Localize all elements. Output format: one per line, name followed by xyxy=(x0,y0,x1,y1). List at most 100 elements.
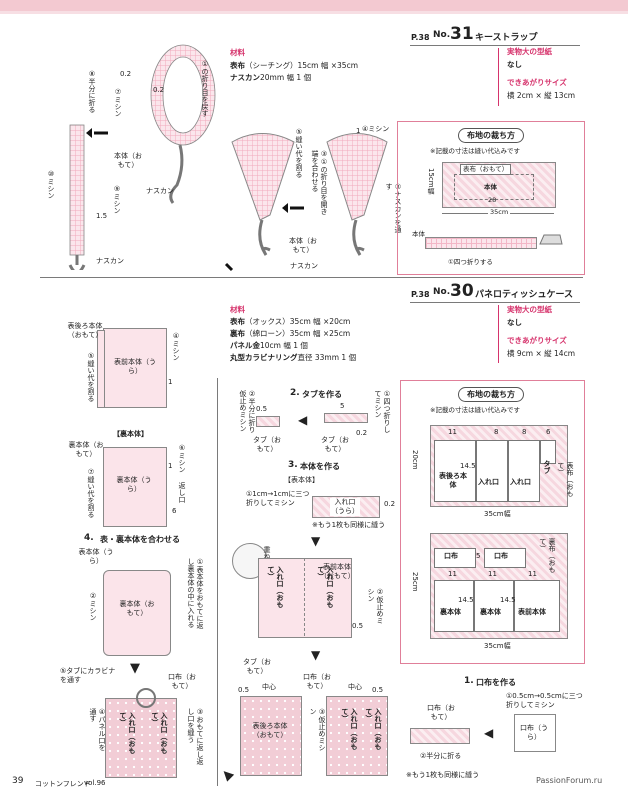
also-label: ※もう1枚も同様に縫う xyxy=(406,771,480,779)
insert-label: ①表本体をおもてに返し裏本体の中に入れる xyxy=(187,558,204,629)
height-label: 15cm幅 xyxy=(427,168,435,195)
materials-label: 材料 xyxy=(230,305,245,314)
page-ref: P.38 xyxy=(411,33,430,42)
iri-ura-label: 入れ口（うら） xyxy=(330,498,360,516)
back-body-edge xyxy=(97,330,105,408)
strip-body-label: 本体 xyxy=(412,230,425,238)
step2-num: 2. xyxy=(290,388,300,398)
column-divider xyxy=(217,378,218,786)
front-body-piece xyxy=(103,328,167,408)
fold3-label: ①0.5cm→0.5cmに三つ折りしてミシン xyxy=(506,692,583,709)
mouth-label: 口布（おもて） xyxy=(168,673,196,690)
nasukan-hook xyxy=(169,144,184,204)
funnel-diagram xyxy=(224,133,388,272)
cutting-box xyxy=(397,121,585,275)
fold-back-label: ①の折り目を戻す xyxy=(201,60,209,117)
project-number: 31 xyxy=(450,24,474,44)
page-number: 39 xyxy=(12,776,24,786)
v02a: 0.2 xyxy=(120,70,132,78)
lining-body-label-2: 裏本体 xyxy=(480,608,501,616)
no-label: No. xyxy=(433,30,451,40)
step4-num: 4. xyxy=(84,533,94,543)
also-label: ※もう1枚も同様に縫う xyxy=(312,521,386,529)
lining-front-label: 裏本体（おもて） xyxy=(68,441,104,458)
v05c: 0.5 xyxy=(238,686,250,694)
section-divider xyxy=(40,277,583,278)
v1-label: 1 xyxy=(356,127,361,135)
iri-3: 入れ口（おもて） xyxy=(341,708,358,750)
no-label: No. xyxy=(433,287,451,297)
body-front-label: 本体（おもて） xyxy=(114,152,142,169)
w35a-label: 35cm幅 xyxy=(484,510,511,518)
h20-label: 20cm xyxy=(411,450,419,470)
mouth-front-label: 口布（おもて） xyxy=(427,704,455,721)
v05b: 0.5 xyxy=(352,622,364,630)
pattern-label: 実物大の型紙 xyxy=(507,305,552,314)
arrow-down-icon: ▼ xyxy=(311,534,321,548)
back-front-label: 表後ろ本体 xyxy=(439,472,467,489)
materials-label: 材料 xyxy=(230,48,245,57)
s8b: 8 xyxy=(522,428,527,436)
arrow-down-icon: ▼ xyxy=(130,661,140,676)
v145c: 14.5 xyxy=(500,596,516,604)
pattern-label: 実物大の型紙 xyxy=(507,47,552,56)
step1-num: 1. xyxy=(464,676,474,686)
front-body-final xyxy=(326,696,388,776)
pattern-value: なし xyxy=(507,60,522,69)
lining-body-label: 裏本体 xyxy=(440,608,461,616)
iri-4: 入れ口（おもて） xyxy=(365,708,382,750)
hook-left xyxy=(258,219,271,256)
strap-ring-inner xyxy=(162,56,204,134)
page-ref: P.38 xyxy=(411,290,430,299)
seam7-label: ⑦縫い代を割る xyxy=(87,468,95,518)
h25-label: 25cm xyxy=(411,572,419,592)
carabiner-ring-icon xyxy=(136,688,156,708)
mishin2-label: ②ミシン xyxy=(89,592,97,621)
info-divider xyxy=(498,305,499,363)
layered-bodies xyxy=(258,558,352,638)
v145b: 14.5 xyxy=(458,596,474,604)
v02b: 0.2 xyxy=(153,86,165,94)
front-body-label: 表前本体（うら） xyxy=(114,358,156,375)
piece-front-body xyxy=(514,580,560,632)
hook-right xyxy=(352,219,365,256)
s11b: 11 xyxy=(448,570,457,578)
v15: 1.5 xyxy=(96,212,108,220)
cutting-note: ※記載の寸法は縫い代込みです xyxy=(430,147,520,155)
step3-num: 3. xyxy=(288,460,298,470)
material-line: パネル金10cm 幅 1 個 xyxy=(230,341,308,350)
finished-case xyxy=(105,698,177,778)
iri-b-label: 入れ口 xyxy=(510,478,531,486)
turn-label: ③おもてに返し返し口を縫う xyxy=(187,708,204,765)
arrow-left-icon: ◀ xyxy=(484,726,494,740)
arrow-icon xyxy=(224,262,234,272)
top-band xyxy=(0,0,628,14)
fold4-label: ①四つ折りしてミシン xyxy=(374,390,391,433)
step4-title: 表・裏本体を合わせる xyxy=(100,535,180,544)
fold4-label: ①四つ折りする xyxy=(448,258,493,266)
fold-line xyxy=(304,558,306,636)
v1a: 1 xyxy=(168,378,173,386)
piece-back-front xyxy=(434,440,476,502)
mouth-piece xyxy=(514,714,556,752)
arrow-head-icon xyxy=(86,128,92,138)
s11d: 11 xyxy=(528,570,537,578)
cutting-heading: 布地の裁ち方 xyxy=(458,387,524,402)
mouth-a-label: 口布 xyxy=(444,552,458,560)
volume: vol.96 xyxy=(84,779,106,787)
watermark: PassionForum.ru xyxy=(536,776,603,785)
s11c: 11 xyxy=(488,570,497,578)
carabiner-label: ⑤タブにカラビナを通す xyxy=(60,667,116,684)
surface-heading: 【表本体】 xyxy=(284,476,319,484)
project-number: 30 xyxy=(450,281,474,301)
body-back-label: 表本体（うら） xyxy=(78,548,114,565)
title-rule xyxy=(410,302,580,303)
mishin7-label: ⑦ミシン xyxy=(114,88,122,117)
v5: 5 xyxy=(340,402,345,410)
mishin6-label: ⑥ミシン xyxy=(178,444,186,473)
tack2-label: ②仮止めミシン xyxy=(367,588,384,624)
tack-label: ②半分に折り仮止めミシン xyxy=(239,390,256,433)
project-title: パネロティッシュケース xyxy=(475,290,574,300)
s8a: 8 xyxy=(494,428,499,436)
front-body-label: 表前本体 xyxy=(518,608,546,616)
